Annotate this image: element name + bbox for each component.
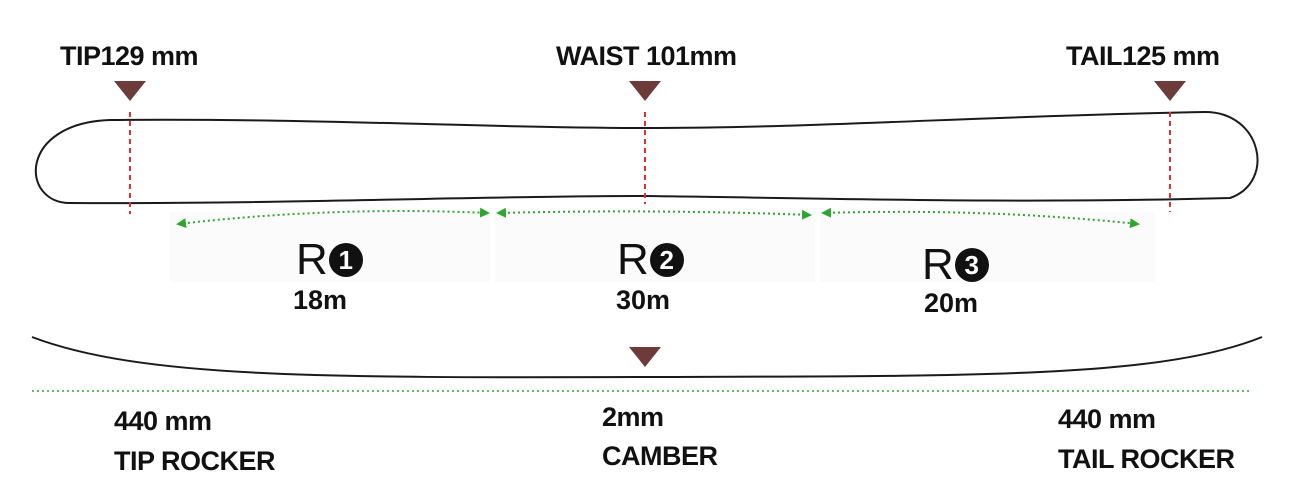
camber-marker-icon (629, 347, 661, 367)
radius-1-value: 18m (293, 285, 348, 315)
tip-width-label: TIP129 mm (60, 41, 199, 71)
tip-rocker-length: 440 mm (114, 406, 212, 436)
radius-2-number-icon: 2 (649, 243, 684, 277)
waist-marker-icon (629, 81, 661, 101)
ski-profile-outline (31, 336, 1263, 379)
tail-width-label: TAIL125 mm (1066, 41, 1220, 71)
ski-top-outline (34, 110, 1259, 205)
radius-3-arc (821, 207, 1140, 229)
radius-3-letter: R (922, 240, 954, 289)
tip-marker-icon (114, 81, 146, 101)
tail-marker-icon (1154, 81, 1186, 101)
camber-name: CAMBER (602, 441, 718, 471)
tip-rocker-name: TIP ROCKER (114, 446, 276, 476)
radius-3-number-icon: 3 (954, 248, 989, 282)
tail-rocker-name: TAIL ROCKER (1058, 444, 1235, 474)
radius-2-value: 30m (616, 285, 671, 315)
radius-1-letter: R (296, 235, 328, 284)
waist-width-label: WAIST 101mm (556, 41, 737, 71)
radius-3-value: 20m (924, 288, 979, 318)
radius-2-letter: R (617, 235, 649, 284)
radius-1-arc (176, 207, 490, 229)
camber-height: 2mm (602, 402, 664, 432)
radius-2-arc (496, 207, 812, 220)
tail-rocker-length: 440 mm (1058, 404, 1156, 434)
radius-1-number-icon: 1 (328, 243, 363, 277)
